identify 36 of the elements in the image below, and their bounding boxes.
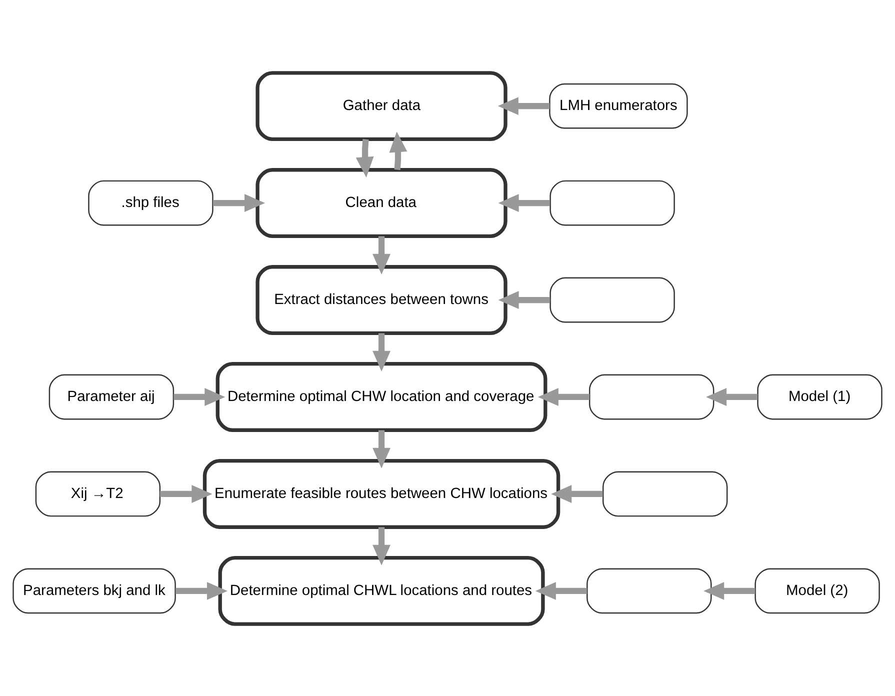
node-box: Determine optimal CHW location and coverage — [216, 362, 548, 432]
node-box: Parameters bkj and lk — [12, 568, 176, 614]
node-box: Enumerate feasible routes between CHW locations — [202, 458, 560, 528]
arrow — [160, 484, 212, 502]
arrow — [212, 194, 266, 212]
arrow — [389, 131, 408, 170]
arrow — [498, 194, 550, 212]
node-box: LMH enumerators — [549, 82, 688, 128]
node-box: Parameter aij — [48, 374, 174, 420]
arrow — [704, 581, 756, 600]
node-box — [588, 374, 714, 420]
node-box — [586, 568, 712, 614]
arrow — [372, 236, 390, 274]
arrow — [498, 96, 550, 115]
arrow — [174, 388, 226, 406]
node-box: Model (2) — [754, 568, 880, 614]
node-box — [602, 470, 728, 516]
arrow — [372, 526, 390, 565]
arrow — [538, 388, 590, 406]
node-box: Model (1) — [757, 374, 882, 420]
arrow — [706, 388, 758, 406]
node-box — [550, 276, 675, 322]
arrow — [535, 581, 587, 600]
arrow — [356, 138, 374, 177]
arrow — [498, 290, 550, 308]
node-box — [550, 180, 675, 226]
arrow — [372, 430, 390, 468]
node-box: Gather data — [256, 70, 508, 141]
node-box: .shp files — [88, 180, 214, 226]
node-box: Xij →T2 — [35, 470, 161, 516]
node-box: Clean data — [256, 168, 508, 238]
arrow — [372, 332, 390, 371]
node-box: Extract distances between towns — [256, 264, 508, 334]
arrow — [551, 484, 603, 502]
node-box: Determine optimal CHWL locations and routes — [218, 555, 545, 626]
arrow — [176, 581, 228, 600]
